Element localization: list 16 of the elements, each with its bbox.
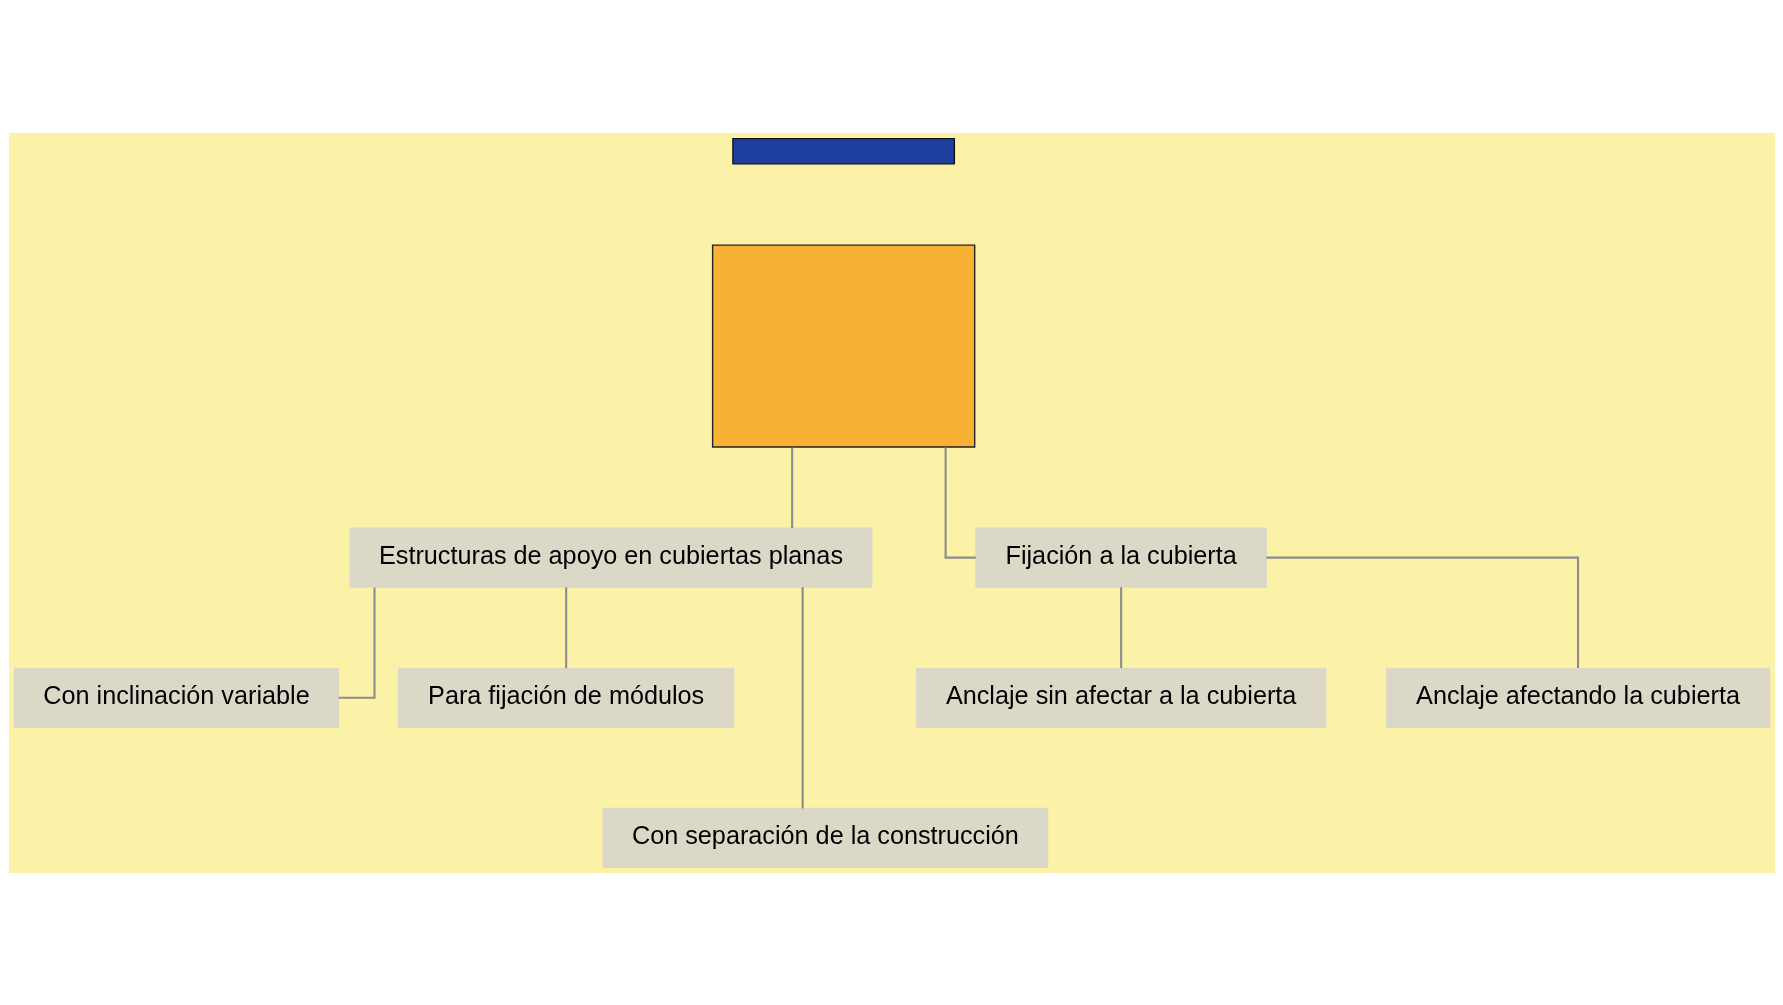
connector: [564, 586, 567, 668]
node-box: Anclaje afectando la cubierta: [1385, 667, 1770, 728]
node-box: Con separación de la construcción: [602, 807, 1048, 868]
node-box: Para fijación de módulos: [397, 667, 734, 728]
connector: [944, 447, 976, 559]
connector: [1119, 586, 1122, 668]
node-bar: [731, 137, 955, 165]
node-box: Anclaje sin afectar a la cubierta: [915, 667, 1326, 728]
node-box: Con inclinación variable: [13, 667, 339, 728]
connector: [338, 586, 376, 699]
node-box: [711, 243, 975, 448]
node-box: Fijación a la cubierta: [974, 527, 1267, 588]
connector: [790, 447, 793, 528]
node-box: Estructuras de apoyo en cubiertas planas: [349, 527, 872, 588]
connector: [1265, 556, 1579, 668]
connector: [801, 586, 804, 808]
